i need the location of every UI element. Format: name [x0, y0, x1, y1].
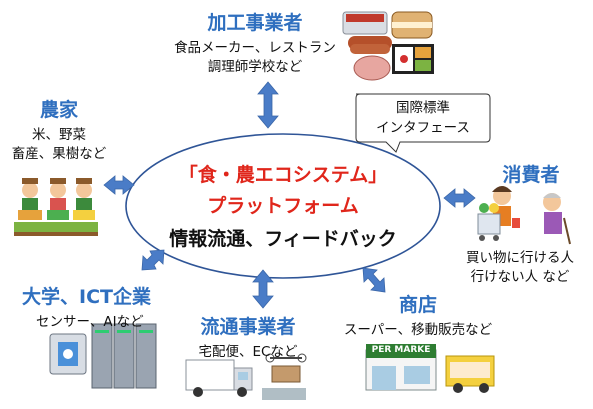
consumers-illustration: [477, 186, 571, 245]
node-processing-title: 加工事業者: [207, 12, 303, 34]
platform-label: 「食・農エコシステム」 プラットフォーム 情報流通、フィードバック: [133, 160, 433, 251]
node-processing: 加工事業者 食品メーカー、レストラン 調理師学校など: [155, 8, 355, 77]
node-university-line1: センサー、AIなど: [36, 314, 144, 330]
node-farmers-title: 農家: [39, 99, 78, 121]
node-consumers-line1: 買い物に行ける人: [466, 250, 574, 266]
arrow-processing: [257, 81, 279, 129]
node-consumers-title: 消費者: [502, 164, 560, 186]
arrow-farmers: [103, 175, 135, 195]
node-distribution-title: 流通事業者: [200, 316, 296, 338]
stores-illustration: [365, 344, 495, 393]
node-university: 大学、ICT企業 センサー、AIなど: [22, 282, 192, 332]
node-farmers-line2: 畜産、果樹など: [11, 146, 107, 162]
ict-illustration: [49, 323, 157, 389]
store-sign: PER MARKE: [371, 345, 431, 355]
platform-name: 「食・農エコシステム」: [178, 164, 388, 186]
node-farmers-line1: 米、野菜: [32, 127, 86, 143]
callout-line2: インタフェース: [376, 120, 470, 136]
callout-bubble: [355, 93, 491, 153]
node-consumers-desc: 買い物に行ける人 行けない人 など: [452, 249, 588, 287]
node-university-title: 大学、ICT企業: [22, 286, 151, 308]
node-consumers-line2: 行けない人 など: [470, 269, 570, 285]
node-consumers: 消費者: [476, 160, 586, 187]
node-stores-line1: スーパー、移動販売など: [343, 322, 493, 338]
node-processing-line1: 食品メーカー、レストラン: [174, 40, 336, 56]
processed-food-icon: [342, 11, 434, 81]
arrow-consumers: [443, 188, 476, 208]
farmers-illustration: [14, 178, 98, 236]
platform-type: プラットフォーム: [207, 195, 359, 217]
callout-line1: 国際標準: [396, 100, 450, 116]
platform-ellipse: [125, 133, 441, 279]
node-processing-line2: 調理師学校など: [207, 59, 303, 75]
platform-function: 情報流通、フィードバック: [169, 228, 397, 250]
node-distribution: 流通事業者 宅配便、ECなど: [178, 312, 318, 362]
callout-label: 国際標準 インタフェース: [356, 98, 490, 138]
node-distribution-line1: 宅配便、ECなど: [198, 344, 298, 360]
arrow-stores: [362, 267, 386, 293]
node-farmers: 農家 米、野菜 畜産、果樹など: [4, 95, 114, 164]
delivery-illustration: [185, 353, 307, 400]
arrow-university: [141, 249, 165, 271]
arrow-distribution: [252, 269, 274, 309]
node-stores: 商店 スーパー、移動販売など: [318, 290, 518, 340]
node-stores-title: 商店: [398, 294, 437, 316]
